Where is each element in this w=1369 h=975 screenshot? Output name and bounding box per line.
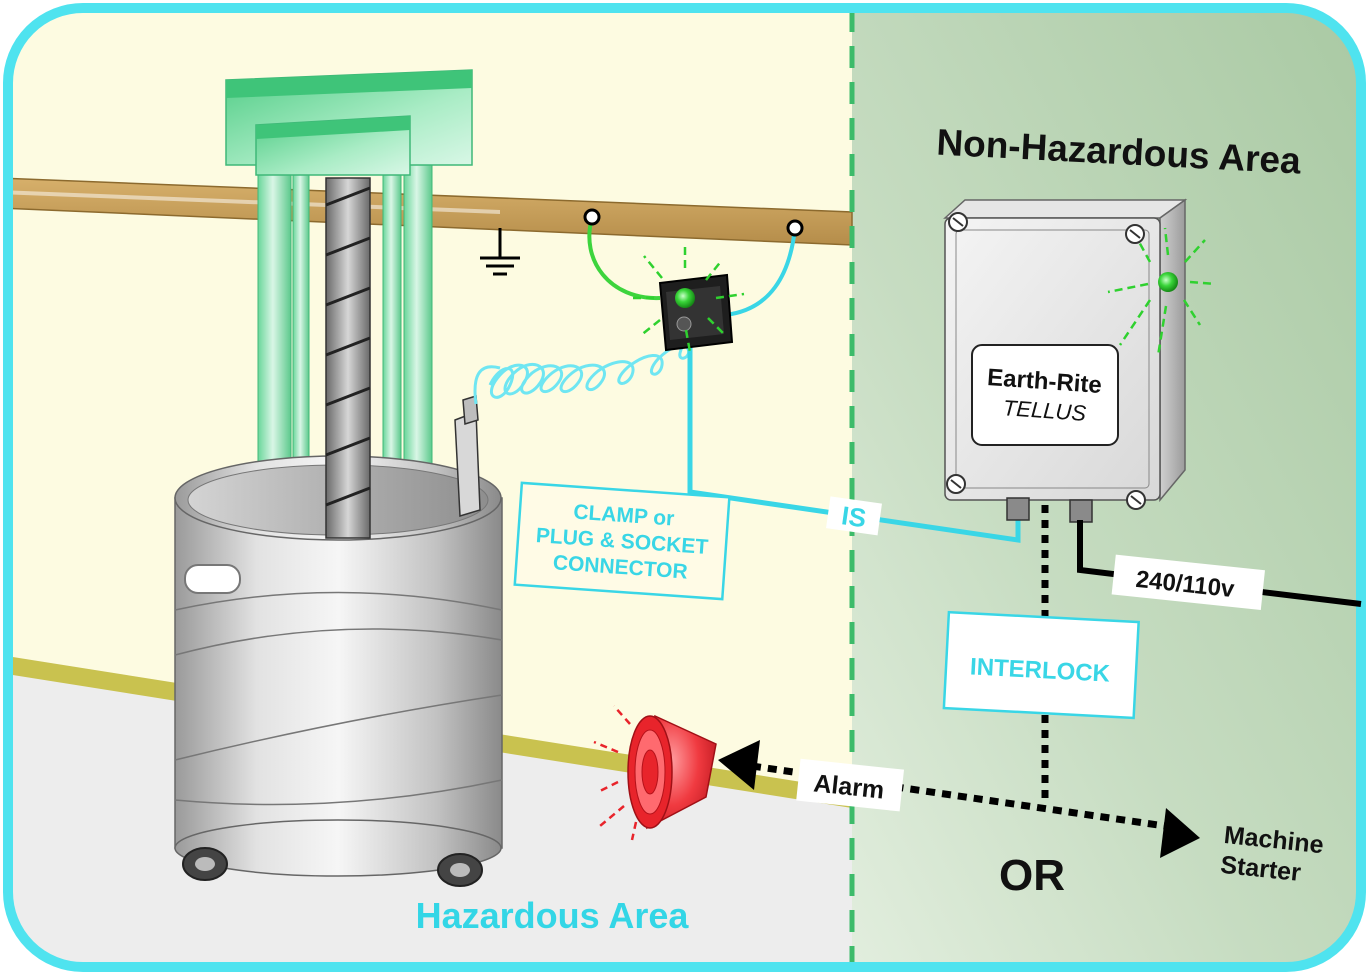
sensor-led-icon bbox=[675, 288, 695, 308]
power-cable bbox=[1077, 520, 1362, 607]
or-label: OR bbox=[999, 851, 1065, 900]
connector-label-box bbox=[513, 481, 731, 601]
sensor-unit bbox=[628, 244, 745, 353]
is-label-box bbox=[826, 496, 882, 536]
alarm-beacon-icon bbox=[593, 705, 717, 841]
rail-terminal-right bbox=[786, 219, 804, 237]
unit-model: TELLUS bbox=[1002, 395, 1087, 426]
rail-terminal-left bbox=[583, 208, 601, 226]
ground-symbol-icon bbox=[480, 228, 520, 276]
drum-and-mixer bbox=[174, 69, 503, 887]
power-label-box bbox=[1111, 554, 1265, 611]
tellus-enclosure: Earth-Rite TELLUS bbox=[943, 198, 1216, 523]
sensor-leads bbox=[587, 217, 797, 317]
coiled-cable bbox=[473, 329, 707, 405]
interlock-label-box bbox=[942, 610, 1140, 720]
arrow-right-icon bbox=[1160, 808, 1200, 858]
arrow-left-icon bbox=[718, 740, 760, 790]
frame-border bbox=[3, 3, 1366, 972]
unit-led-icon bbox=[1158, 272, 1178, 292]
is-label: IS bbox=[840, 500, 869, 533]
alarm-label-box bbox=[796, 758, 905, 812]
hazardous-area-title: Hazardous Area bbox=[416, 895, 690, 936]
